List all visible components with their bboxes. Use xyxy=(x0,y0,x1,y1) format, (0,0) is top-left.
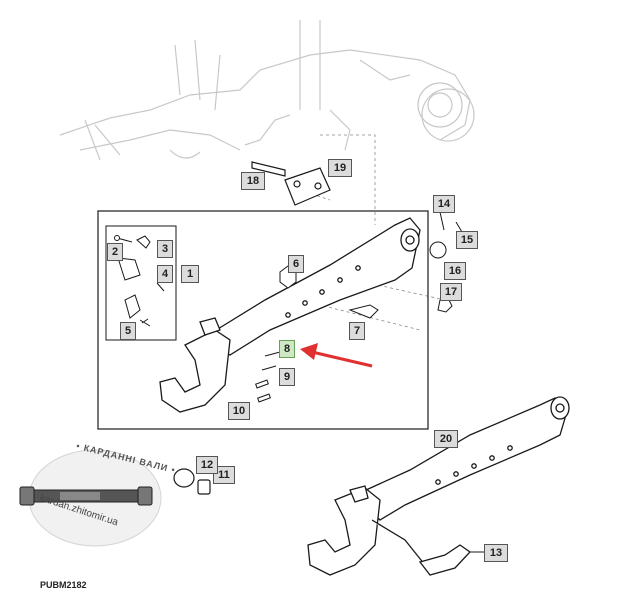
callout-5: 5 xyxy=(120,322,136,340)
callout-4: 4 xyxy=(157,265,173,283)
callout-3: 3 xyxy=(157,240,173,258)
callout-20: 20 xyxy=(434,430,458,448)
inset-parts xyxy=(114,235,165,327)
driveshaft-logo xyxy=(19,449,162,547)
callout-8: 8 xyxy=(279,340,295,358)
lower-link-secondary xyxy=(307,396,570,576)
callout-18: 18 xyxy=(241,172,265,190)
callout-6: 6 xyxy=(288,255,304,273)
pin-and-plate xyxy=(251,161,331,206)
callout-14: 14 xyxy=(433,195,455,213)
callout-15: 15 xyxy=(456,231,478,249)
callout-1: 1 xyxy=(181,265,199,283)
callout-12: 12 xyxy=(196,456,218,474)
hardware-parts xyxy=(255,211,463,403)
callout-13: 13 xyxy=(484,544,508,562)
callout-2: 2 xyxy=(107,243,123,261)
red-arrow xyxy=(300,343,373,368)
callout-17: 17 xyxy=(440,283,462,301)
diagram-code: PUBM2182 xyxy=(40,580,87,590)
callout-10: 10 xyxy=(228,402,250,420)
callout-19: 19 xyxy=(328,159,352,177)
callout-9: 9 xyxy=(279,368,295,386)
detail-frame xyxy=(97,210,429,430)
inset-frame xyxy=(105,225,177,341)
callout-11: 11 xyxy=(213,466,235,484)
pin-bushing xyxy=(173,468,211,495)
tractor-background xyxy=(59,20,475,161)
lower-link-main xyxy=(159,217,421,413)
callout-7: 7 xyxy=(349,322,365,340)
callout-16: 16 xyxy=(444,262,466,280)
